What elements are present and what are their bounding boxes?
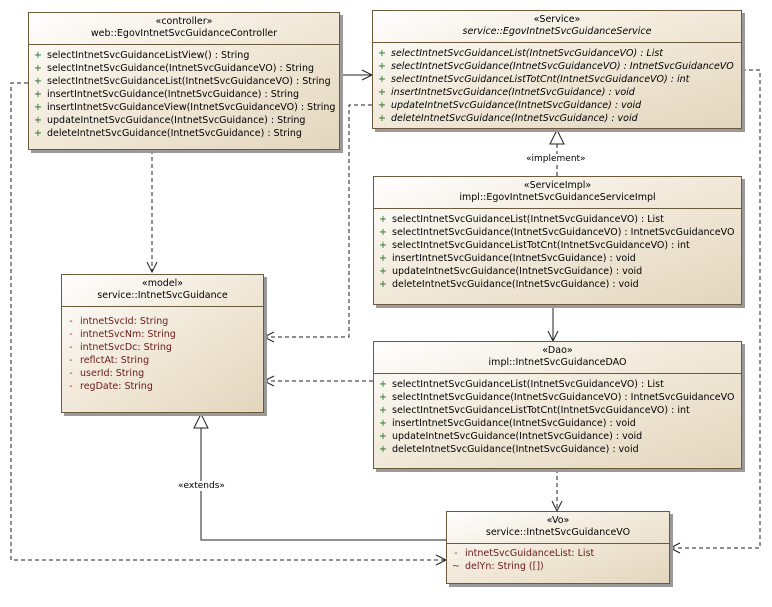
class-name: service::IntnetSvcGuidance: [97, 290, 228, 301]
link-service-model: [262, 104, 372, 343]
class-header: «model» service::IntnetSvcGuidance: [62, 275, 263, 307]
link-vo-model: [193, 412, 446, 541]
attribute: -intnetSvcGuidanceList: List: [454, 548, 595, 559]
attribute: -userId: String: [69, 368, 145, 379]
operation: +updateIntnetSvcGuidance(IntnetSvcGuidan…: [379, 266, 643, 277]
stereotype: «Dao»: [542, 345, 573, 356]
class-dao[interactable]: «Dao» impl::IntnetSvcGuidanceDAO +select…: [373, 341, 742, 469]
operation: +selectIntnetSvcGuidanceListView() : Str…: [34, 50, 250, 61]
class-name: service::EgovIntnetSvcGuidanceService: [462, 26, 652, 37]
link-controller-model: [146, 150, 158, 274]
operations: +selectIntnetSvcGuidanceList(IntnetSvcGu…: [373, 43, 741, 129]
operation: +selectIntnetSvcGuidanceListTotCnt(Intne…: [379, 240, 690, 251]
operations: +selectIntnetSvcGuidanceListView() : Str…: [29, 45, 339, 144]
operation: +selectIntnetSvcGuidanceList(IntnetSvcGu…: [34, 76, 331, 87]
operation: +selectIntnetSvcGuidance(IntnetSvcGuidan…: [378, 61, 734, 72]
class-name: impl::IntnetSvcGuidanceDAO: [488, 357, 627, 368]
link-dao-model: [262, 375, 373, 387]
link-dao-vo: [551, 469, 563, 513]
class-service-impl[interactable]: «ServiceImpl» impl::EgovIntnetSvcGuidanc…: [373, 176, 742, 305]
operation: +insertIntnetSvcGuidance(IntnetSvcGuidan…: [379, 253, 636, 264]
attribute: -intnetSvcDc: String: [69, 342, 172, 353]
operation: +updateIntnetSvcGuidance(IntnetSvcGuidan…: [34, 115, 306, 126]
operation: +selectIntnetSvcGuidanceListTotCnt(Intne…: [378, 74, 690, 85]
link-controller-service: [340, 69, 374, 81]
attribute: -regDate: String: [69, 381, 153, 392]
attribute: ~delYn: String ([]): [452, 561, 544, 572]
class-service[interactable]: «Service» service::EgovIntnetSvcGuidance…: [372, 10, 742, 129]
operations: +selectIntnetSvcGuidanceList(IntnetSvcGu…: [374, 209, 741, 295]
operation: +selectIntnetSvcGuidance(IntnetSvcGuidan…: [379, 392, 735, 403]
operation: +selectIntnetSvcGuidanceListTotCnt(Intne…: [379, 405, 690, 416]
operation: +insertIntnetSvcGuidance(IntnetSvcGuidan…: [34, 89, 300, 100]
operation: +updateIntnetSvcGuidance(IntnetSvcGuidan…: [378, 100, 642, 111]
extends-label: «extends»: [177, 481, 226, 491]
operation: +selectIntnetSvcGuidance(IntnetSvcGuidan…: [379, 227, 735, 238]
stereotype: «model»: [141, 278, 184, 289]
operation: +selectIntnetSvcGuidanceList(IntnetSvcGu…: [379, 379, 664, 390]
class-header: «controller» web::EgovIntnetSvcGuidanceC…: [29, 13, 339, 45]
class-name: impl::EgovIntnetSvcGuidanceServiceImpl: [459, 192, 656, 203]
operation: +deleteIntnetSvcGuidance(IntnetSvcGuidan…: [378, 113, 638, 124]
operation: +updateIntnetSvcGuidance(IntnetSvcGuidan…: [379, 431, 643, 442]
operation: +deleteIntnetSvcGuidance(IntnetSvcGuidan…: [379, 279, 639, 290]
attributes: -intnetSvcId: String -intnetSvcNm: Strin…: [62, 307, 263, 397]
class-name: service::IntnetSvcGuidanceVO: [485, 527, 631, 538]
operation: +insertIntnetSvcGuidance(IntnetSvcGuidan…: [379, 418, 636, 429]
stereotype: «ServiceImpl»: [523, 180, 592, 191]
class-header: «Dao» impl::IntnetSvcGuidanceDAO: [374, 342, 741, 374]
operation: +selectIntnetSvcGuidanceList(IntnetSvcGu…: [378, 48, 664, 59]
attribute: -reflctAt: String: [69, 355, 150, 366]
link-impl-dao: [547, 305, 559, 343]
operation: +insertIntnetSvcGuidanceView(IntnetSvcGu…: [34, 102, 336, 113]
attributes: -intnetSvcGuidanceList: List ~delYn: Str…: [447, 544, 669, 577]
attribute: -intnetSvcId: String: [69, 316, 169, 327]
stereotype: «Vo»: [546, 515, 570, 526]
class-name: web::EgovIntnetSvcGuidanceController: [90, 28, 278, 39]
operation: +deleteIntnetSvcGuidance(IntnetSvcGuidan…: [34, 128, 302, 139]
operation: +selectIntnetSvcGuidance(IntnetSvcGuidan…: [34, 63, 314, 74]
class-model[interactable]: «model» service::IntnetSvcGuidance -intn…: [61, 274, 264, 413]
operation: +selectIntnetSvcGuidanceList(IntnetSvcGu…: [379, 214, 664, 225]
class-header: «Vo» service::IntnetSvcGuidanceVO: [447, 512, 669, 544]
class-header: «ServiceImpl» impl::EgovIntnetSvcGuidanc…: [374, 177, 741, 209]
stereotype: «Service»: [533, 14, 581, 25]
operation: +insertIntnetSvcGuidance(IntnetSvcGuidan…: [378, 87, 635, 98]
stereotype: «controller»: [155, 16, 213, 27]
link-service-vo: [668, 69, 761, 554]
link-impl-service: [549, 128, 565, 176]
class-vo[interactable]: «Vo» service::IntnetSvcGuidanceVO -intne…: [446, 511, 670, 584]
class-controller[interactable]: «controller» web::EgovIntnetSvcGuidanceC…: [28, 12, 340, 150]
class-header: «Service» service::EgovIntnetSvcGuidance…: [373, 11, 741, 43]
attribute: -intnetSvcNm: String: [69, 329, 176, 340]
operation: +deleteIntnetSvcGuidance(IntnetSvcGuidan…: [379, 444, 639, 455]
implement-label: «implement»: [525, 154, 587, 164]
operations: +selectIntnetSvcGuidanceList(IntnetSvcGu…: [374, 374, 741, 460]
